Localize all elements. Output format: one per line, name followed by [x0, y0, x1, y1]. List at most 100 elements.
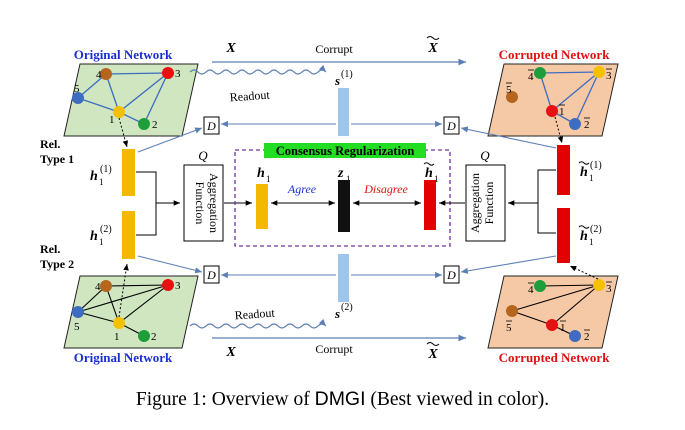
corrupted-node-2-bottom [569, 330, 581, 342]
corrupted-network-label-top: Corrupted Network [499, 47, 611, 62]
svg-text:2: 2 [584, 119, 590, 131]
original-network-label-bottom: Original Network [74, 350, 173, 365]
svg-text:2: 2 [584, 331, 590, 343]
node1-to-h2-arrow-bottom [118, 263, 129, 318]
corrupted-node-label-5-bottom: 5 [506, 320, 512, 334]
rel-type2-line1: Rel. [40, 242, 60, 256]
svg-text:5: 5 [506, 322, 512, 334]
corrupted-node-5-bottom [506, 305, 518, 317]
corrupted-node-2-top [569, 118, 581, 130]
node-1-bottom [113, 317, 125, 329]
x-tilde-label-top: X [426, 36, 440, 56]
discriminator-label-top-left: D [206, 119, 216, 133]
x-label-top: X [225, 41, 236, 56]
x-label-bottom: X [225, 345, 236, 360]
corrupted-node-label-3-top: 3 [606, 68, 612, 82]
embedding-bar-rel2 [122, 211, 135, 259]
embedding-bar-rel1 [122, 149, 135, 196]
aggregation-label-right-line2: Function [482, 182, 496, 225]
readout-label-top: Readout [229, 88, 271, 105]
q-label-left: Q [198, 148, 208, 163]
readout-wave-top [189, 64, 327, 75]
node-label-5-top: 5 [74, 83, 80, 95]
summary-vector-s1 [338, 88, 349, 136]
node-4-bottom [100, 280, 112, 292]
svg-text:h: h [257, 166, 265, 181]
consensus-h1-tilde-label: h 1 [423, 162, 439, 184]
consensus-z1-label: z 1 [337, 166, 351, 184]
node-label-1-bottom: 1 [114, 331, 120, 343]
corrupted-node1-to-bar-arrow-top [554, 116, 564, 144]
corrupted-embedding-bar-rel2 [557, 208, 570, 263]
corrupted-node-label-4-bottom: 4 [528, 282, 534, 296]
diagram-canvas: Original Network 4 3 5 1 2 Corrupted Net… [40, 36, 619, 365]
discriminator-box-bottom-right [443, 265, 460, 284]
consensus-label: Consensus Regularization [276, 144, 415, 158]
consensus-h1-tilde-bar [424, 180, 436, 230]
figure-caption: Figure 1: Overview of DMGI (Best viewed … [0, 388, 685, 411]
aggregation-box-right [465, 164, 506, 242]
readout-label-bottom: Readout [234, 306, 276, 323]
node-4-top [100, 68, 112, 80]
svg-text:1: 1 [266, 174, 271, 184]
svg-text:h: h [580, 165, 588, 180]
summary-vector-s2 [338, 254, 349, 302]
corrupted-node-label-2-top: 2 [584, 117, 590, 131]
corrupt-label-top: Corrupt [315, 42, 353, 56]
q-label-right: Q [480, 148, 490, 163]
svg-text:z: z [337, 166, 344, 181]
svg-text:s: s [334, 73, 340, 88]
node-label-5-bottom: 5 [74, 321, 80, 333]
left-bracket-to-aggregation [136, 171, 180, 236]
corrupted-node-1-bottom [546, 319, 558, 331]
svg-text:3: 3 [606, 70, 612, 82]
agree-label: Agree [287, 182, 317, 196]
aggregation-label-left-line2: Function [193, 182, 207, 225]
node-5-bottom [72, 306, 84, 318]
discriminator-box-bottom-left [203, 265, 220, 284]
corrupted-node-4-bottom [534, 280, 546, 292]
node1-to-h1-arrow-top [118, 117, 129, 148]
corrupt-label-bottom: Corrupt [315, 342, 353, 356]
corrupted-node-label-1-bottom: 1 [560, 320, 566, 334]
right-bracket-to-aggregation [507, 169, 556, 234]
svg-text:1: 1 [560, 322, 566, 334]
svg-text:h: h [580, 229, 588, 244]
consensus-label-bg [264, 143, 426, 158]
aggregation-label-left-line1: Aggregation [207, 173, 221, 233]
node-3-bottom [162, 279, 174, 291]
corrupted-embedding-bar-rel1 [557, 145, 570, 195]
discriminator-label-top-right: D [446, 119, 456, 133]
discriminator-box-top-left [203, 116, 220, 135]
caption-suffix: (Best viewed in color). [365, 389, 550, 410]
svg-text:5: 5 [506, 84, 512, 96]
rel-type1-line2: Type 1 [40, 152, 74, 166]
corrupted-node-1-top [546, 105, 558, 117]
h2-to-d-bottom-left-arrow [137, 255, 203, 274]
svg-text:s: s [334, 306, 340, 321]
discriminator-box-top-right [443, 116, 460, 135]
aggregation-box-left [183, 164, 224, 242]
svg-text:1: 1 [589, 237, 594, 247]
summary-label-s2: s (2) [334, 302, 353, 321]
svg-text:(1): (1) [341, 69, 353, 80]
consensus-h1-label: h 1 [257, 166, 271, 184]
aggregation-label-right-line1: Aggregation [468, 173, 482, 233]
node-label-2-top: 2 [152, 119, 158, 131]
node-5-top [72, 92, 84, 104]
corrupted-node3-to-bar-arrow-bottom [569, 265, 599, 280]
corrupted-node-3-bottom [593, 279, 605, 291]
corrupted-node-label-2-bottom: 2 [584, 329, 590, 343]
svg-text:(2): (2) [341, 302, 353, 313]
node-2-bottom [138, 330, 150, 342]
rel-type1-line1: Rel. [40, 137, 60, 151]
node-3-top [162, 67, 174, 79]
svg-text:h: h [90, 229, 98, 244]
graph-edges-top [77, 72, 169, 125]
corrupted-node-5-top [506, 91, 518, 103]
disagree-label: Disagree [363, 182, 408, 196]
rel-type2-line2: Type 2 [40, 257, 74, 271]
svg-text:1: 1 [434, 174, 439, 184]
summary-label-s1: s (1) [334, 69, 353, 88]
consensus-z1-bar [338, 180, 350, 232]
